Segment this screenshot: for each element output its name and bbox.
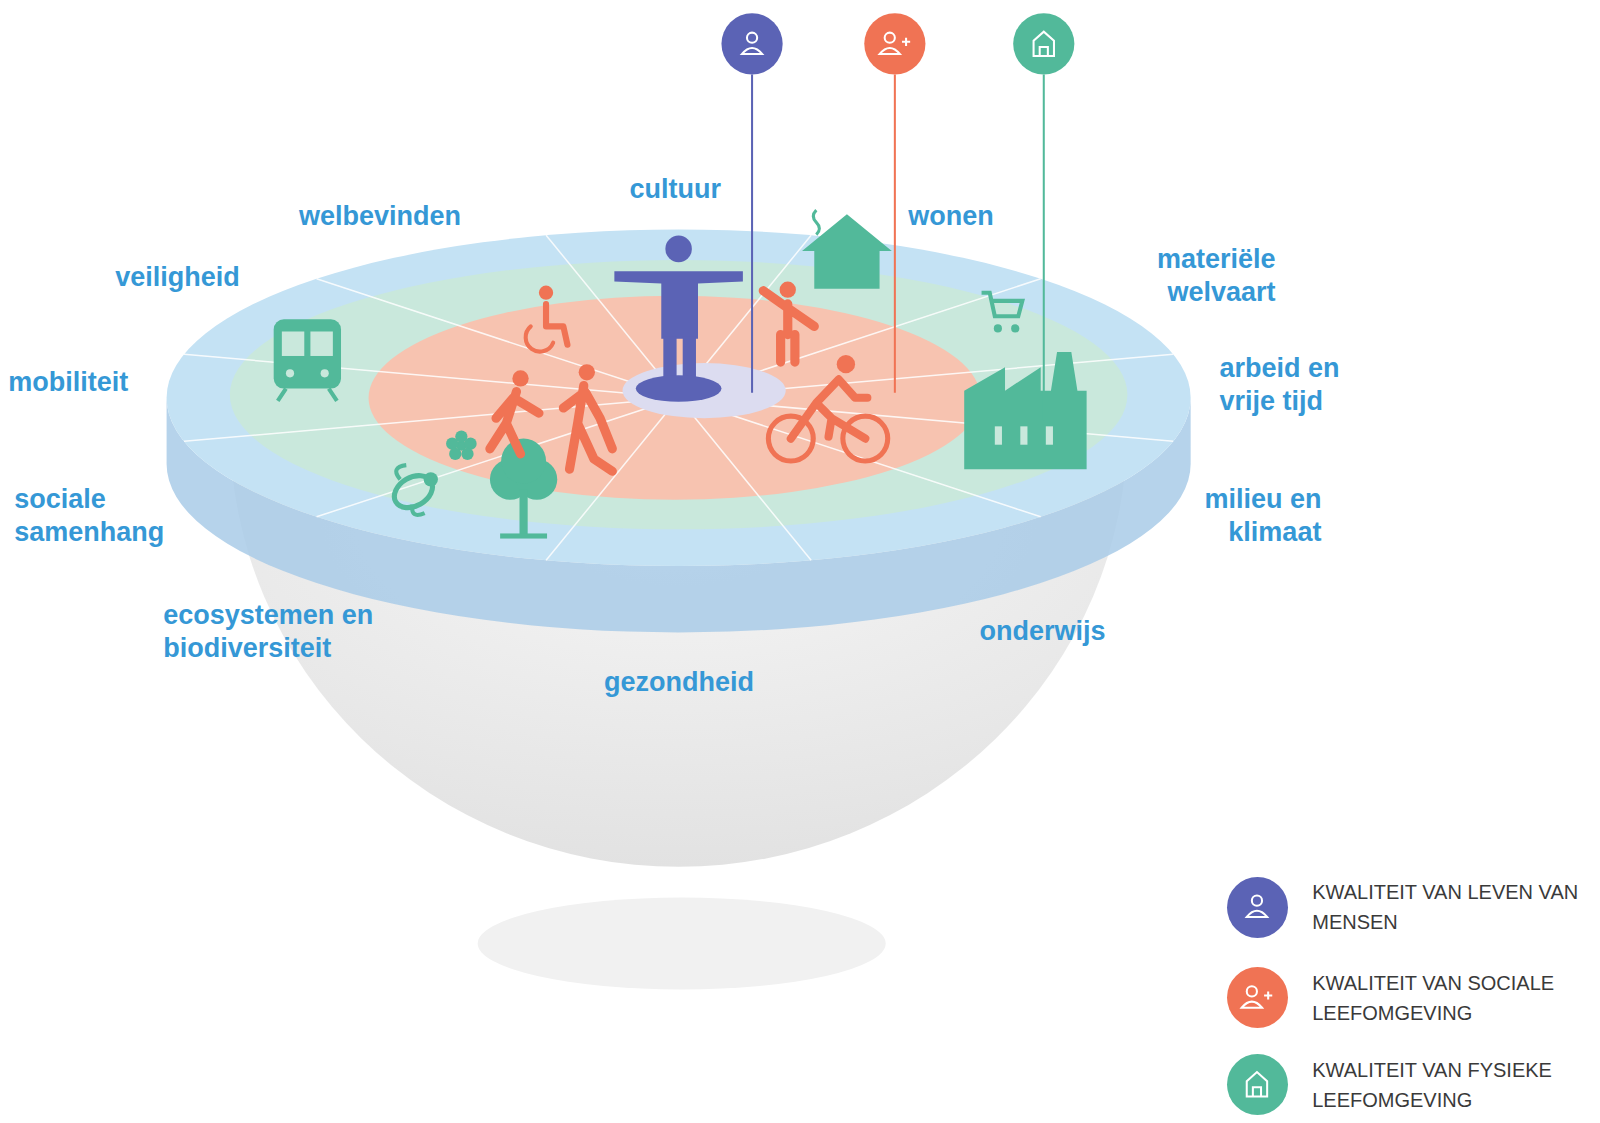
domain-label: wonen — [908, 200, 994, 233]
shadow — [478, 898, 886, 990]
domain-label: arbeid en vrije tijd — [1219, 352, 1387, 418]
domain-label: gezondheid — [604, 666, 754, 699]
central-figure — [614, 236, 743, 402]
spoke-line — [546, 398, 679, 561]
pins — [721, 13, 1074, 420]
green-ring — [230, 260, 1128, 529]
spoke-line — [317, 279, 679, 398]
physical-icons — [274, 210, 1087, 538]
legend-text: KWALITEIT VAN LEVEN VAN MENSEN — [1312, 877, 1592, 937]
domain-label: mobiliteit — [8, 366, 128, 399]
spoke-line — [679, 398, 812, 561]
legend-text: KWALITEIT VAN FYSIEKE LEEFOMGEVING — [1312, 1055, 1592, 1115]
domain-label: welbevinden — [299, 200, 461, 233]
legend-swatch — [1227, 1054, 1288, 1115]
legend-swatch — [1227, 967, 1288, 1028]
legend-text: KWALITEIT VAN SOCIALE LEEFOMGEVING — [1312, 968, 1592, 1028]
domain-label: ecosystemen en biodiversiteit — [163, 599, 393, 665]
domain-label: veiligheid — [115, 261, 240, 294]
domain-label: milieu en klimaat — [1143, 483, 1322, 549]
hub — [623, 363, 786, 418]
social-figures — [490, 282, 888, 472]
domain-label: sociale samenhang — [14, 483, 187, 549]
domain-label: cultuur — [630, 173, 722, 206]
domain-label: onderwijs — [980, 615, 1106, 648]
spokes — [184, 235, 1173, 560]
domain-label: materiële welvaart — [1097, 243, 1276, 309]
spoke-line — [184, 354, 679, 398]
outer-ring — [167, 229, 1191, 566]
legend-swatch — [1227, 877, 1288, 938]
